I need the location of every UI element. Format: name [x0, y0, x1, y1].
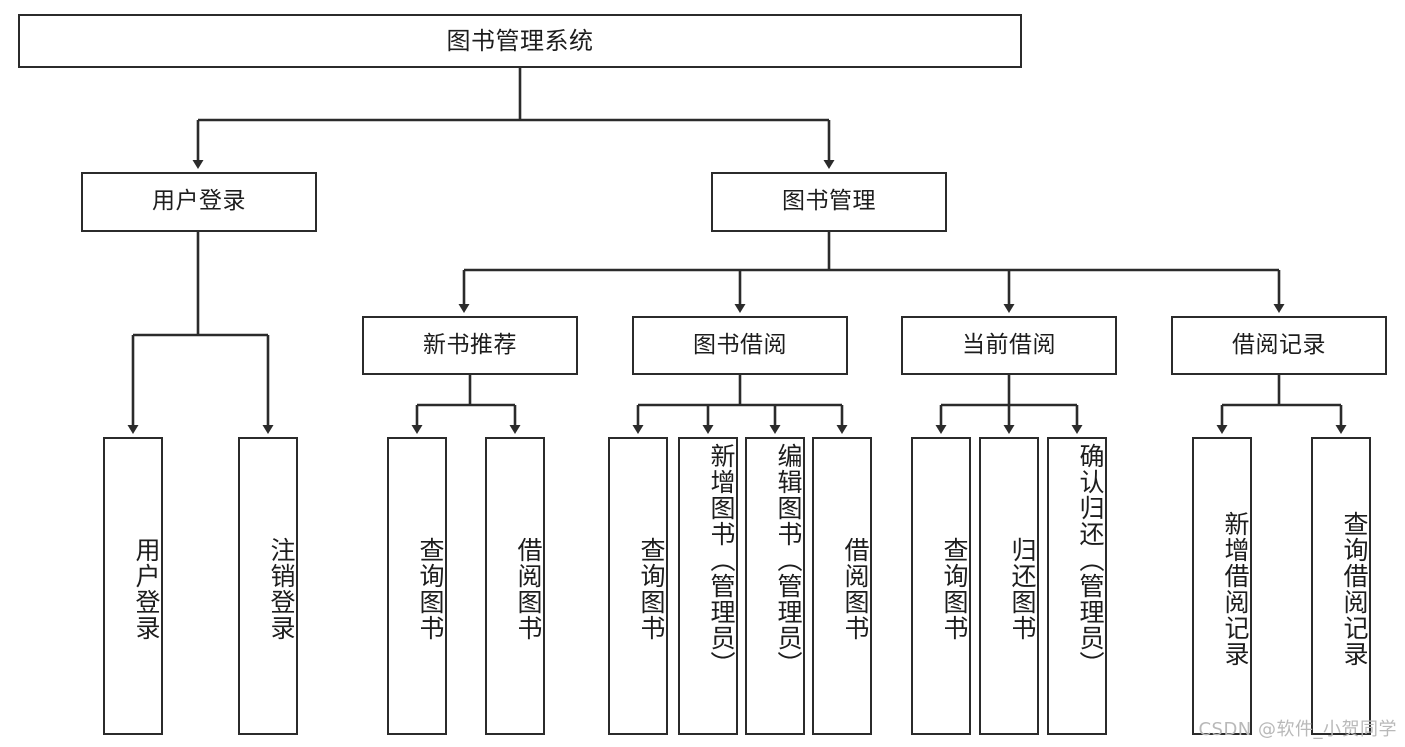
- leaf-recommend-query-book[interactable]: 查询图书: [387, 437, 447, 735]
- node-borrow-record[interactable]: 借阅记录: [1171, 316, 1387, 375]
- leaf-record-query-record[interactable]: 查询借阅记录: [1311, 437, 1371, 735]
- leaf-current-return-book[interactable]: 归还图书: [979, 437, 1039, 735]
- csdn-watermark: CSDN @软件_小贺同学: [1198, 719, 1397, 740]
- node-user-login[interactable]: 用户登录: [81, 172, 317, 232]
- leaf-borrow-borrow-book[interactable]: 借阅图书: [812, 437, 872, 735]
- leaf-current-confirm-return-admin[interactable]: 确认归还（管理员）: [1047, 437, 1107, 735]
- node-book-management[interactable]: 图书管理: [711, 172, 947, 232]
- node-new-book-recommend[interactable]: 新书推荐: [362, 316, 578, 375]
- leaf-borrow-edit-book-admin[interactable]: 编辑图书（管理员）: [745, 437, 805, 735]
- leaf-user-login-logout[interactable]: 注销登录: [238, 437, 298, 735]
- leaf-recommend-borrow-book[interactable]: 借阅图书: [485, 437, 545, 735]
- node-root[interactable]: 图书管理系统: [18, 14, 1022, 68]
- leaf-record-add-record[interactable]: 新增借阅记录: [1192, 437, 1252, 735]
- leaf-borrow-query-book[interactable]: 查询图书: [608, 437, 668, 735]
- node-book-borrow[interactable]: 图书借阅: [632, 316, 848, 375]
- node-current-borrow[interactable]: 当前借阅: [901, 316, 1117, 375]
- leaf-current-query-book[interactable]: 查询图书: [911, 437, 971, 735]
- leaf-user-login-login[interactable]: 用户登录: [103, 437, 163, 735]
- leaf-borrow-add-book-admin[interactable]: 新增图书（管理员）: [678, 437, 738, 735]
